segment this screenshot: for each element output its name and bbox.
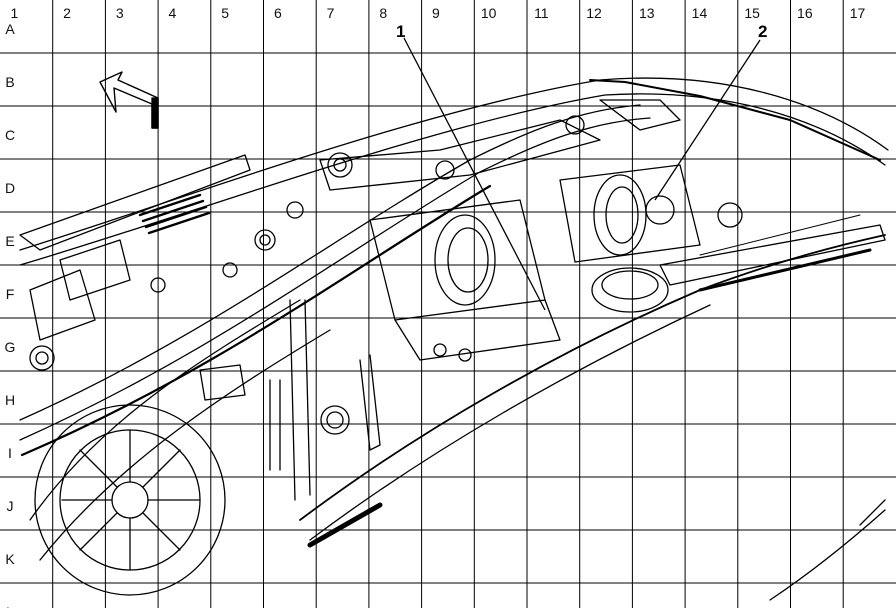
grid-row-label: A bbox=[5, 21, 15, 37]
grid-column-label: 7 bbox=[327, 5, 335, 21]
grid-row-label: L bbox=[6, 604, 14, 608]
grid-column-label: 10 bbox=[481, 5, 497, 21]
vehicle-engine-bay-drawing bbox=[19, 71, 889, 601]
grid-row-label: J bbox=[7, 498, 14, 514]
grid-column-label: 2 bbox=[63, 5, 71, 21]
grid-row-label: I bbox=[8, 445, 12, 461]
grid-column-label: 13 bbox=[639, 5, 655, 21]
grid-column-label: 11 bbox=[534, 5, 549, 21]
grid-column-label: 17 bbox=[850, 5, 866, 21]
grid-column-label: 12 bbox=[586, 5, 602, 21]
grid-column-label: 6 bbox=[274, 5, 282, 21]
grid-column-label: 14 bbox=[692, 5, 708, 21]
front-direction-arrow-icon bbox=[99, 71, 159, 129]
locator-grid-labels: 1234567891011121314151617ABCDEFGHIJKL bbox=[5, 5, 866, 608]
grid-column-label: 1 bbox=[10, 5, 18, 21]
grid-row-label: D bbox=[5, 180, 15, 196]
grid-column-label: 8 bbox=[379, 5, 387, 21]
grid-column-label: 16 bbox=[797, 5, 813, 21]
callout-1: 1 bbox=[396, 22, 546, 311]
cooling-fan bbox=[34, 404, 226, 596]
strut-tower-left bbox=[369, 199, 561, 361]
grid-row-label: H bbox=[5, 392, 15, 408]
callout-2-label: 2 bbox=[758, 22, 767, 41]
grid-row-label: C bbox=[5, 127, 15, 143]
grid-row-label: E bbox=[5, 233, 14, 249]
grid-row-label: K bbox=[5, 551, 15, 567]
strut-tower-right bbox=[559, 164, 743, 263]
grid-column-label: 5 bbox=[221, 5, 229, 21]
grid-row-label: B bbox=[5, 74, 14, 90]
grid-row-label: G bbox=[5, 339, 16, 355]
grid-column-label: 3 bbox=[116, 5, 124, 21]
callout-1-label: 1 bbox=[396, 22, 405, 41]
cowl-vent-grille bbox=[138, 193, 211, 235]
grid-column-label: 15 bbox=[744, 5, 760, 21]
callout-2: 2 bbox=[654, 22, 767, 201]
grid-column-label: 9 bbox=[432, 5, 440, 21]
grid-column-label: 4 bbox=[169, 5, 177, 21]
grid-row-label: F bbox=[6, 286, 15, 302]
